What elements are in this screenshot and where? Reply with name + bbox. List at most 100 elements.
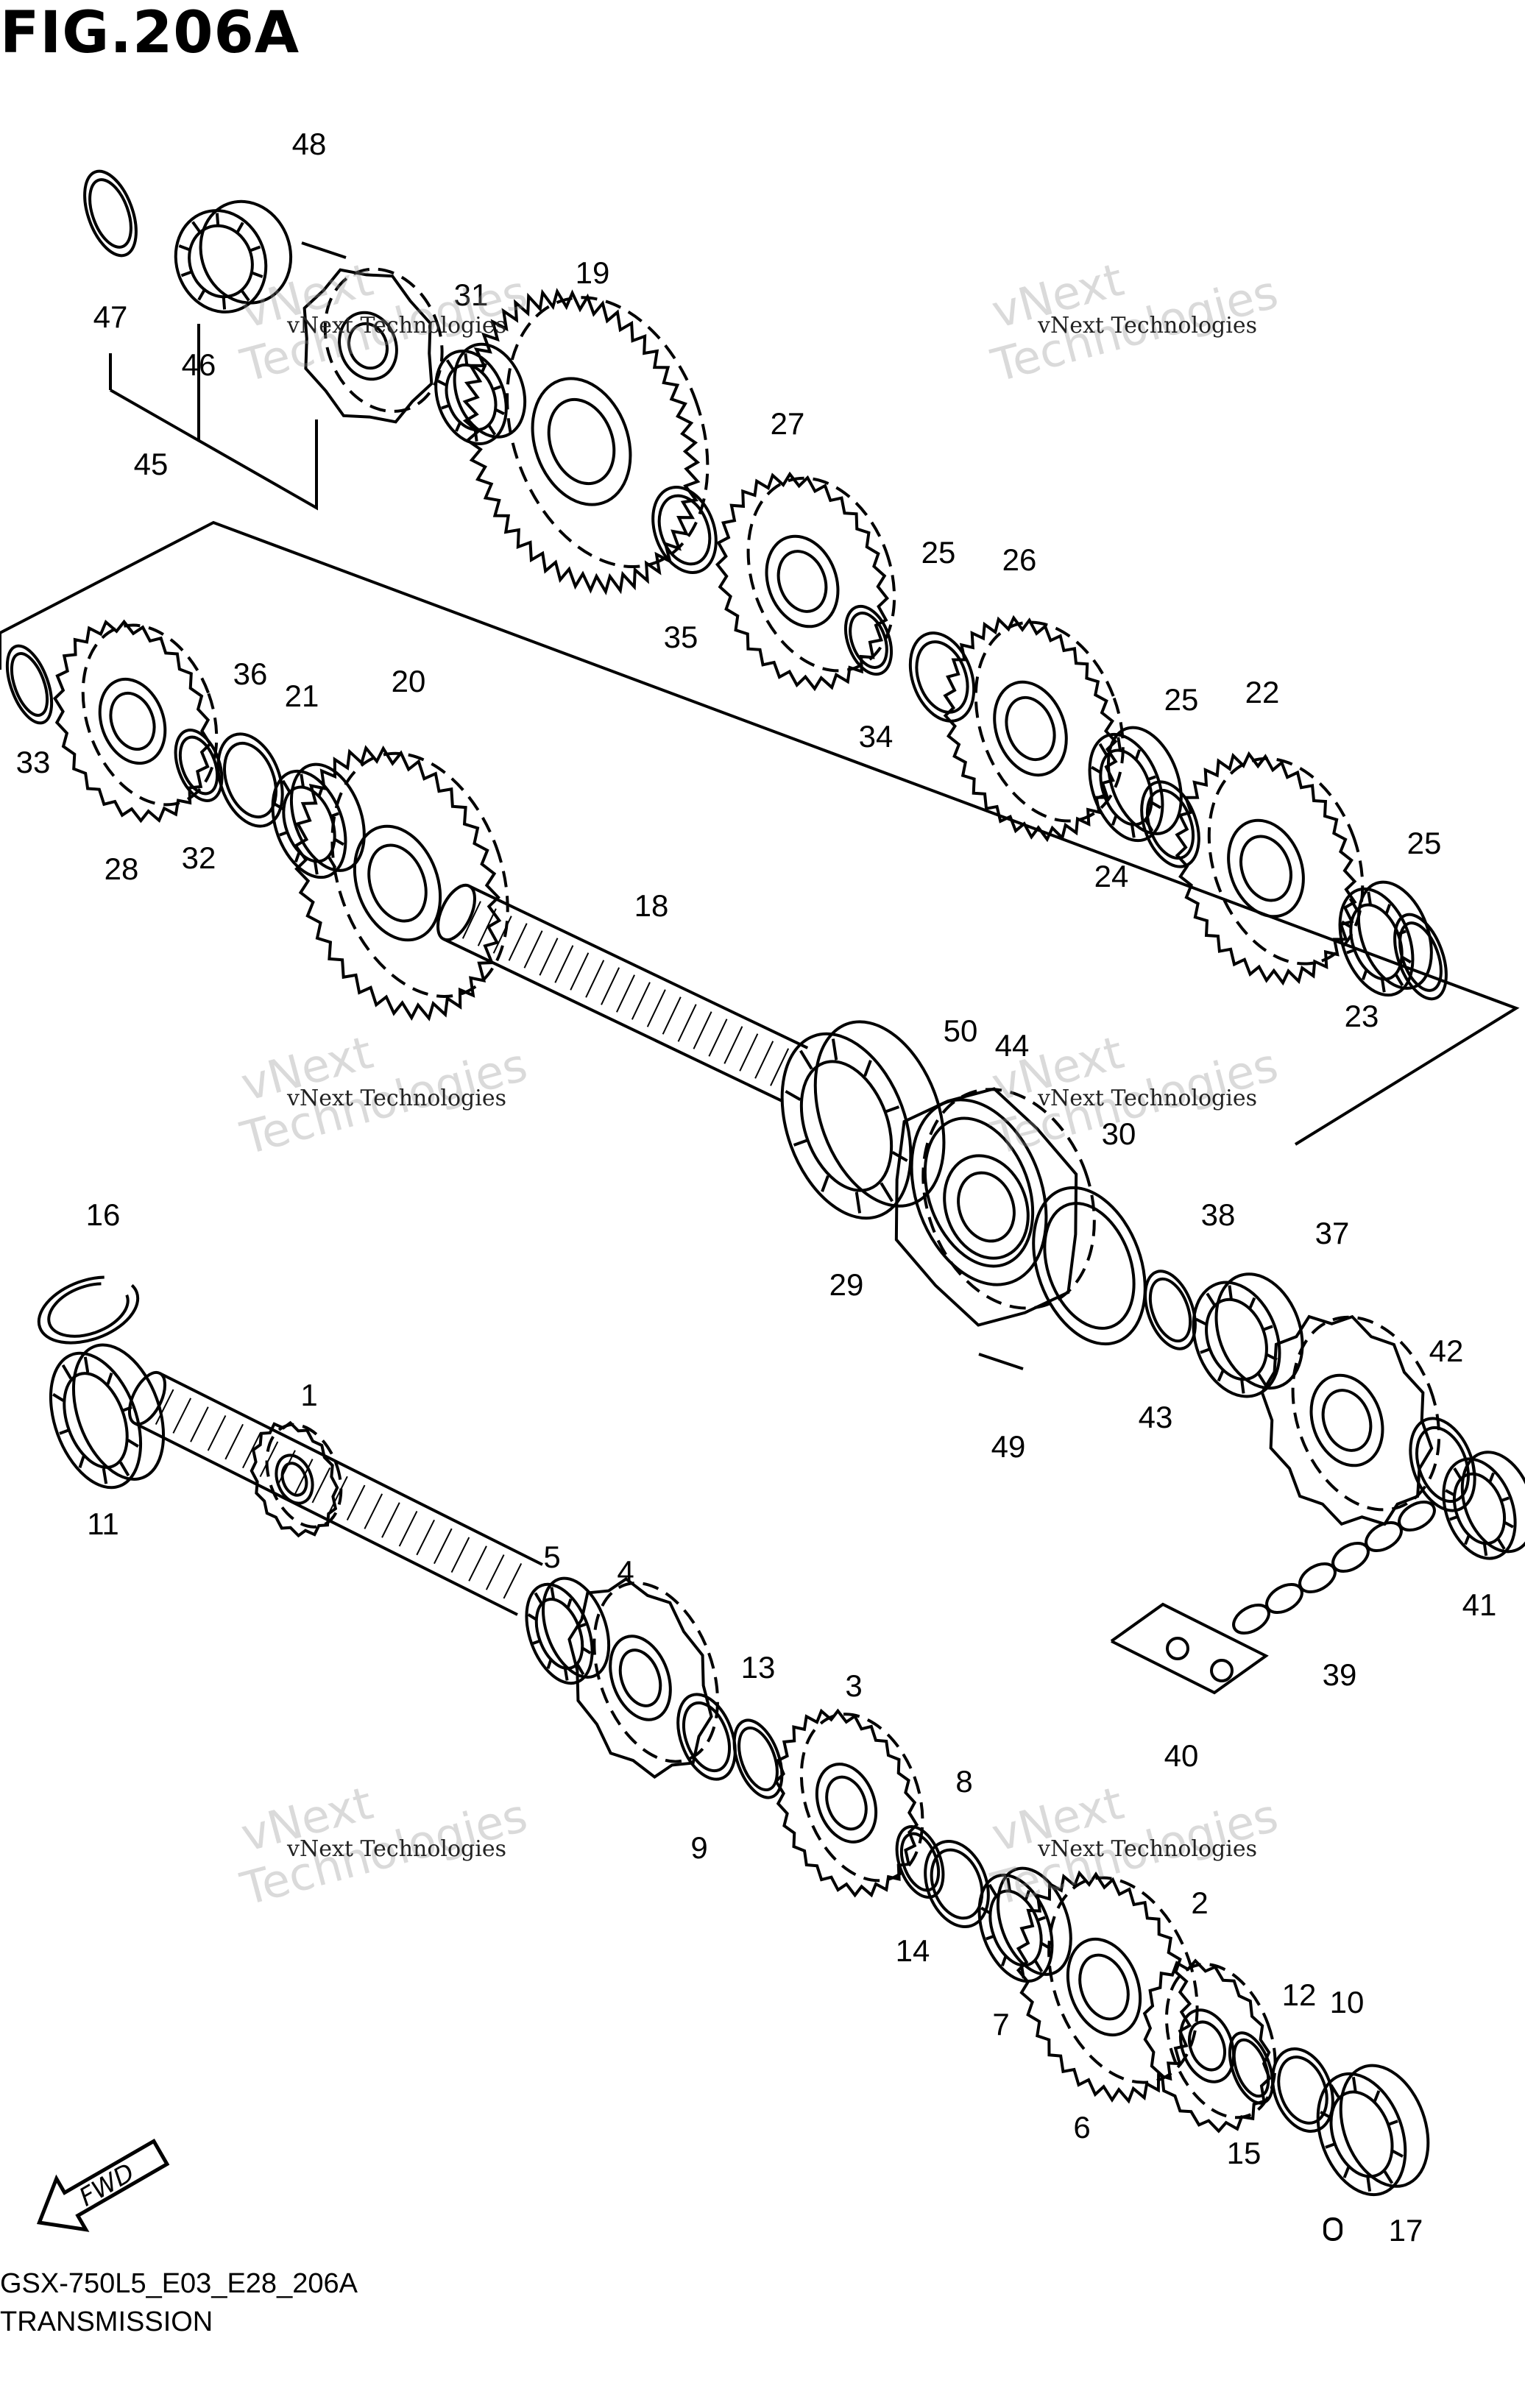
part-32-circlip-outer — [174, 729, 224, 802]
part-35-washer-inner — [657, 494, 712, 566]
part-4-gear — [567, 1576, 719, 1780]
part-29-bearing-roller — [855, 1191, 862, 1214]
part-45-housing-hub — [338, 311, 398, 381]
part-7-bushing-rear — [996, 1866, 1072, 1976]
part-38-spacer — [1192, 1272, 1304, 1398]
part-29-bearing-rear — [813, 1020, 946, 1208]
part-18-shaft-edge — [468, 885, 809, 1049]
part-16-circlip — [37, 1275, 140, 1345]
part-25-washer-c — [1393, 913, 1448, 1001]
part-22-gear-teeth — [1175, 751, 1357, 986]
part-41-nut-roller — [1449, 1515, 1458, 1521]
part-24-bearing-roller — [1098, 743, 1108, 756]
part-27-gear-back — [746, 476, 896, 673]
part-21-bushing-roller — [334, 838, 344, 846]
part-41-nut — [1442, 1451, 1525, 1560]
part-1-driveshaft-spline — [311, 1467, 331, 1504]
part-5-bushing-roller — [576, 1663, 585, 1676]
part-7-bushing-roller — [1024, 1890, 1031, 1900]
part-38-spacer-rear — [1214, 1272, 1304, 1390]
part-10-bearing — [1316, 2064, 1430, 2197]
part-35-washer-outer — [651, 485, 718, 575]
part-4-gear-back — [592, 1582, 719, 1763]
part-24-bearing-roller — [1131, 825, 1136, 838]
part-26-gear-teeth — [943, 615, 1118, 843]
part-number-label: 15 — [1227, 2136, 1262, 2170]
part-7-bushing-roller — [986, 1935, 994, 1941]
part-11-bearing-roller — [119, 1461, 130, 1477]
part-31-bushing-roller — [445, 359, 455, 370]
part-number-label: 36 — [233, 656, 268, 691]
part-1-driveshaft-spline — [207, 1415, 227, 1451]
part-46-bearing-roller — [236, 222, 244, 233]
part-31-bushing-roller — [437, 379, 447, 386]
part-23-bearing-outer — [1338, 887, 1415, 997]
part-18-shaft-spline — [739, 1033, 759, 1072]
part-20-gear-back — [330, 751, 509, 998]
part-number-label: 7 — [992, 2007, 1009, 2042]
part-3-gear-hub — [815, 1763, 878, 1844]
part-41-nut-roller — [1445, 1489, 1455, 1496]
part-5-bushing-roller — [527, 1613, 537, 1621]
part-31-bushing-roller — [492, 385, 501, 391]
part-34-circlip — [843, 604, 894, 676]
part-1-driveshaft-spline — [485, 1554, 505, 1590]
part-25-washer-c-inner — [1398, 921, 1443, 992]
part-1-driveshaft-spline — [155, 1389, 174, 1426]
part-5-bushing-roller — [581, 1647, 592, 1654]
part-46-bearing-roller — [180, 270, 192, 277]
part-49-screw — [978, 1353, 1024, 1370]
part-33-circlip — [5, 644, 54, 725]
part-38-spacer-inner — [1205, 1297, 1268, 1381]
part-47-circlip-outer — [83, 169, 138, 258]
part-11-bearing-outer — [49, 1351, 143, 1490]
part-10-bearing-roller — [1383, 2170, 1394, 2184]
part-6-gear-teeth — [1016, 1870, 1192, 2104]
part-10-bearing-inner — [1329, 2090, 1394, 2178]
part-50-retainer-back — [921, 1088, 1096, 1310]
part-10-bearing-roller — [1342, 2167, 1351, 2178]
part-number-label: 16 — [86, 1197, 121, 1232]
part-1-driveshaft-edge — [159, 1372, 543, 1566]
part-1-driveshaft-spline — [503, 1562, 523, 1599]
part-21-bushing-roller — [330, 812, 339, 818]
part-41-nut-rear — [1460, 1451, 1525, 1554]
part-33-circlip-inner — [10, 652, 49, 717]
part-22-gear-hub — [1227, 818, 1305, 918]
part-1-driveshaft-end — [127, 1370, 167, 1426]
part-38-spacer-roller — [1248, 1297, 1256, 1309]
part-42-washer-outer — [1409, 1417, 1476, 1512]
part-10-bearing-roller — [1325, 2142, 1335, 2149]
part-24-bearing — [1088, 726, 1183, 843]
part-1-driveshaft-edge — [134, 1422, 518, 1616]
part-43-oring — [1144, 1269, 1197, 1350]
part-number-label: 41 — [1462, 1587, 1497, 1622]
figure-title: FIG.206A — [0, 0, 300, 66]
part-36-washer-outer — [216, 732, 284, 828]
part-13-circlip — [732, 1718, 784, 1799]
part-41-nut-roller — [1497, 1538, 1506, 1550]
part-1-driveshaft-spline — [242, 1432, 261, 1469]
part-25-washer-outer — [908, 631, 976, 723]
part-29-bearing-roller — [785, 1090, 802, 1101]
part-38-spacer-roller — [1195, 1317, 1207, 1325]
part-46-bearing-outer — [174, 209, 268, 314]
part-47-circlip-inner — [88, 178, 132, 249]
part-1-driveshaft-spline — [172, 1398, 192, 1434]
part-44-seal-outer — [910, 1098, 1048, 1286]
part-1-driveshaft-spline — [190, 1406, 209, 1442]
part-21-bushing-roller — [314, 862, 319, 875]
part-3-gear-back — [799, 1713, 924, 1883]
part-31-bushing-roller — [464, 353, 469, 365]
part-20-gear-hub — [353, 824, 442, 942]
part-28-gear-teeth — [53, 619, 212, 824]
part-5-bushing-roller — [550, 1587, 555, 1599]
part-37-sprocket-bore — [1321, 1389, 1373, 1452]
bracket-45 — [110, 389, 318, 511]
part-31-bushing-roller — [455, 422, 461, 432]
part-28-gear-hub — [98, 677, 167, 765]
part-21-bushing-roller — [328, 856, 337, 869]
part-number-label: 28 — [105, 851, 139, 886]
part-29-bearing — [780, 1020, 946, 1220]
